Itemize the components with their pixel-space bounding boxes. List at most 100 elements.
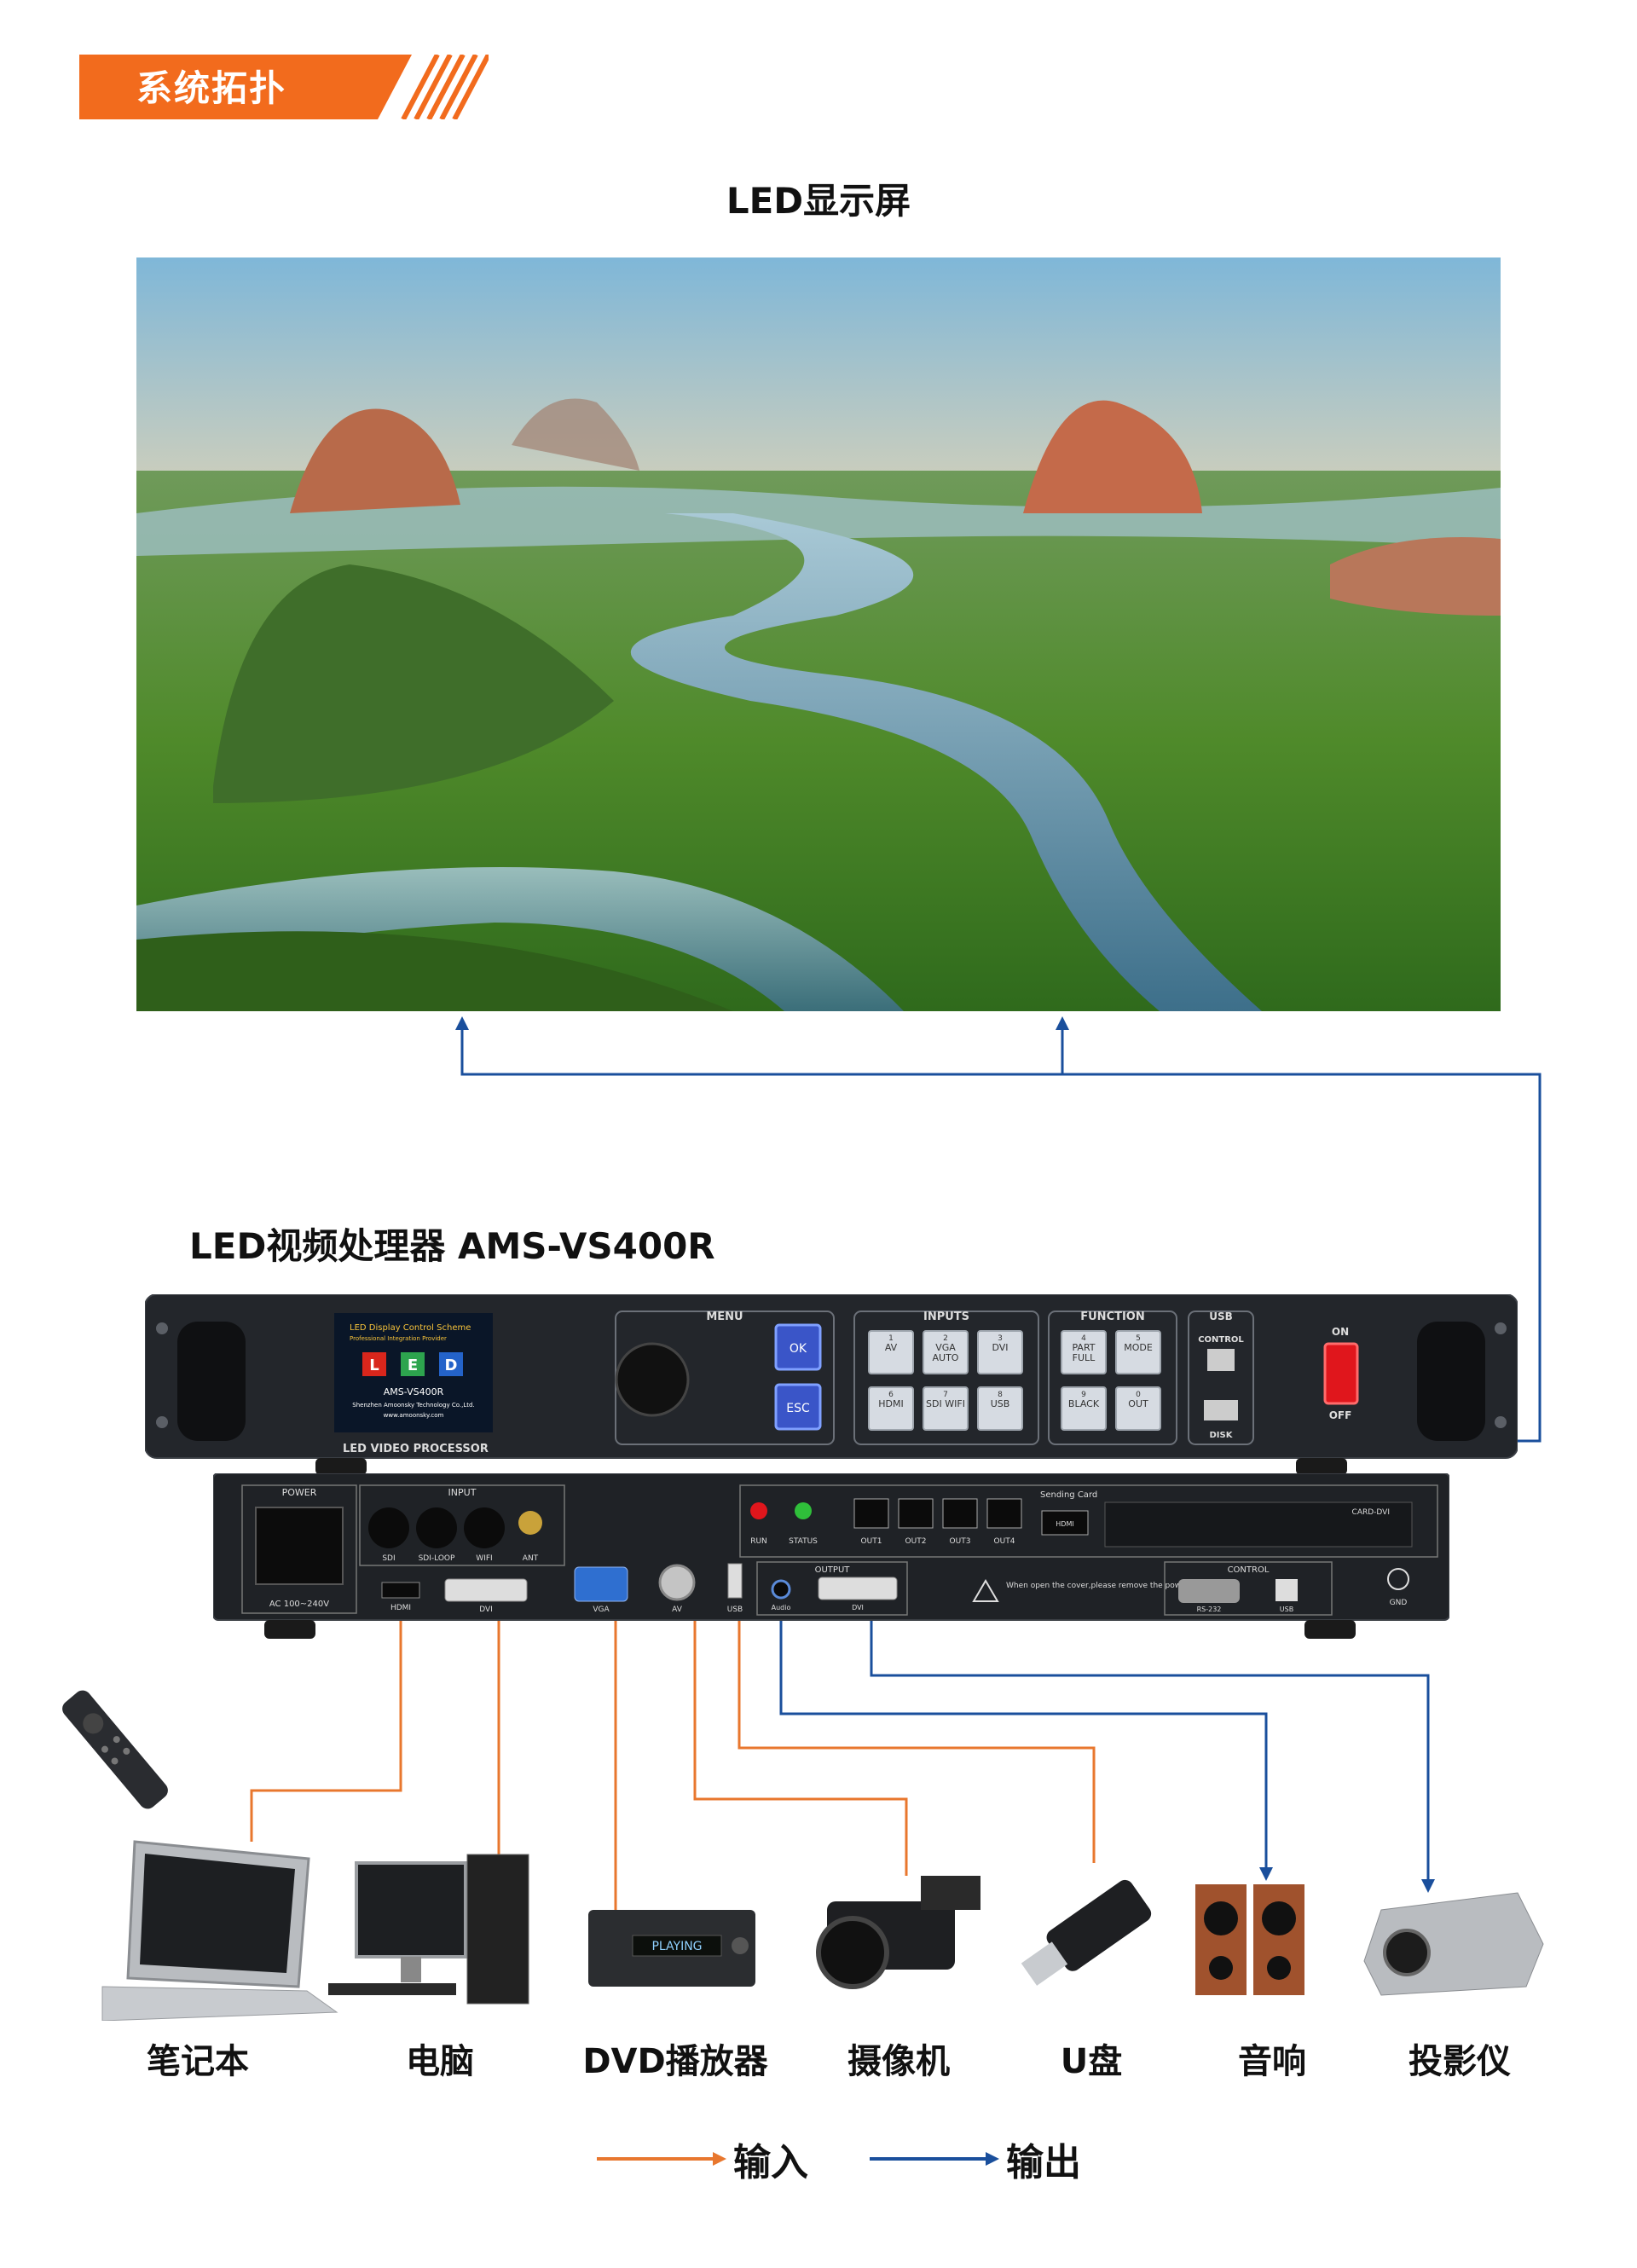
front-lcd-screen: LED Display Control Scheme Professional … [334,1313,493,1432]
svg-text:RS-232: RS-232 [1197,1606,1222,1613]
hdmi-input-port[interactable] [381,1582,420,1599]
svg-text:Professional Integration Provi: Professional Integration Provider [350,1335,447,1342]
svg-text:STATUS: STATUS [789,1537,818,1546]
dvi-input-port[interactable] [444,1578,528,1602]
svg-text:L: L [369,1357,379,1374]
svg-text:AC 100~240V: AC 100~240V [269,1600,329,1609]
device-label-laptop: 笔记本 [147,2042,249,2081]
speakers-icon [1195,1884,1304,1995]
svg-text:AMS-VS400R: AMS-VS400R [384,1386,444,1397]
laptop-icon [101,1840,338,2021]
svg-text:OUT2: OUT2 [905,1537,927,1546]
svg-text:HDMI: HDMI [1056,1520,1073,1528]
processor-front-panel: LED Display Control Scheme Professional … [145,1294,1518,1475]
projector-icon [1363,1892,1544,1996]
svg-text:LED VIDEO PROCESSOR: LED VIDEO PROCESSOR [343,1443,489,1455]
svg-text:www.amoonsky.com: www.amoonsky.com [384,1412,444,1419]
svg-text:CONTROL: CONTROL [1198,1335,1244,1345]
esc-button[interactable] [774,1383,822,1431]
header-banner [79,55,489,119]
svg-text:GND: GND [1390,1599,1408,1607]
led-screen-image [136,257,1501,1011]
legend-output-label: 输出 [1006,2141,1081,2184]
svg-text:When open the cover,please rem: When open the cover,please remove the po… [1006,1582,1222,1590]
led-screen-title: LED显示屏 [726,180,911,222]
power-switch[interactable] [1323,1342,1359,1405]
svg-text:Shenzhen Amoonsky Technology C: Shenzhen Amoonsky Technology Co.,Ltd. [352,1402,474,1409]
svg-text:USB: USB [727,1606,743,1614]
svg-text:OFF: OFF [1329,1409,1352,1421]
out3-port[interactable] [942,1498,978,1529]
av-bnc-port[interactable] [658,1564,696,1601]
usb-control-rear-port[interactable] [1275,1579,1298,1601]
rs232-port[interactable] [1178,1579,1240,1603]
svg-text:MENU: MENU [706,1310,743,1323]
svg-text:SDI-LOOP: SDI-LOOP [419,1554,455,1563]
processor-title: LED视频处理器 AMS-VS400R [189,1225,715,1267]
ok-button[interactable] [774,1323,822,1371]
device-label-dvd-player: DVD播放器 [582,2042,768,2081]
svg-text:Audio: Audio [772,1604,791,1611]
svg-text:DVI: DVI [479,1606,493,1614]
svg-text:CONTROL: CONTROL [1228,1565,1270,1575]
desktop-computer-icon [328,1854,529,2005]
svg-text:E: E [408,1357,418,1374]
svg-text:INPUTS: INPUTS [923,1310,969,1323]
svg-text:RUN: RUN [750,1537,767,1546]
svg-text:PLAYING: PLAYING [651,1940,702,1953]
svg-text:LED Display Control Scheme: LED Display Control Scheme [350,1323,471,1333]
vga-input-port[interactable] [574,1566,628,1602]
menu-knob[interactable] [615,1342,690,1417]
usb-input-port[interactable] [727,1563,743,1599]
svg-text:FUNCTION: FUNCTION [1080,1310,1145,1323]
device-label-speakers: 音响 [1238,2042,1306,2081]
svg-text:DVI: DVI [852,1604,864,1611]
processor-rear-panel: POWER AC 100~240V INPUT SDI SDI-LOOP WIF… [213,1473,1449,1639]
svg-text:CARD-DVI: CARD-DVI [1352,1508,1390,1517]
out2-port[interactable] [898,1498,934,1529]
device-label-usb-drive: U盘 [1060,2042,1123,2081]
device-icons: PLAYING [101,1840,1544,2021]
ac-power-socket[interactable] [255,1507,344,1585]
svg-text:VGA: VGA [593,1606,610,1614]
svg-text:OUTPUT: OUTPUT [815,1565,851,1575]
section-header-title: 系统拓扑 [136,67,287,109]
svg-text:OUT1: OUT1 [861,1537,882,1546]
svg-text:D: D [445,1357,458,1374]
legend-input-label: 输入 [733,2141,808,2184]
svg-text:HDMI: HDMI [390,1604,411,1612]
out4-port[interactable] [986,1498,1022,1529]
device-label-projector: 投影仪 [1409,2042,1511,2081]
svg-text:Sending Card: Sending Card [1040,1490,1097,1500]
svg-text:AV: AV [672,1606,683,1614]
audio-output-port[interactable] [771,1579,791,1600]
video-camera-icon [816,1876,980,1989]
device-label-video-camera: 摄像机 [847,2042,950,2081]
usb-disk-port[interactable] [1204,1400,1238,1420]
svg-text:POWER: POWER [282,1487,317,1498]
svg-text:OUT4: OUT4 [994,1537,1015,1546]
dvi-output-port[interactable] [818,1577,898,1600]
usb-control-port[interactable] [1207,1349,1235,1371]
svg-text:ANT: ANT [523,1554,539,1563]
svg-text:SDI: SDI [382,1554,395,1563]
svg-text:ESC: ESC [786,1402,810,1415]
svg-text:USB: USB [1209,1310,1233,1322]
svg-text:ON: ON [1332,1326,1349,1338]
dvd-player-icon: PLAYING [588,1910,755,1987]
svg-text:OUT3: OUT3 [950,1537,971,1546]
out1-port[interactable] [853,1498,889,1529]
usb-drive-icon [1021,1879,1152,1986]
svg-text:DISK: DISK [1210,1431,1234,1440]
